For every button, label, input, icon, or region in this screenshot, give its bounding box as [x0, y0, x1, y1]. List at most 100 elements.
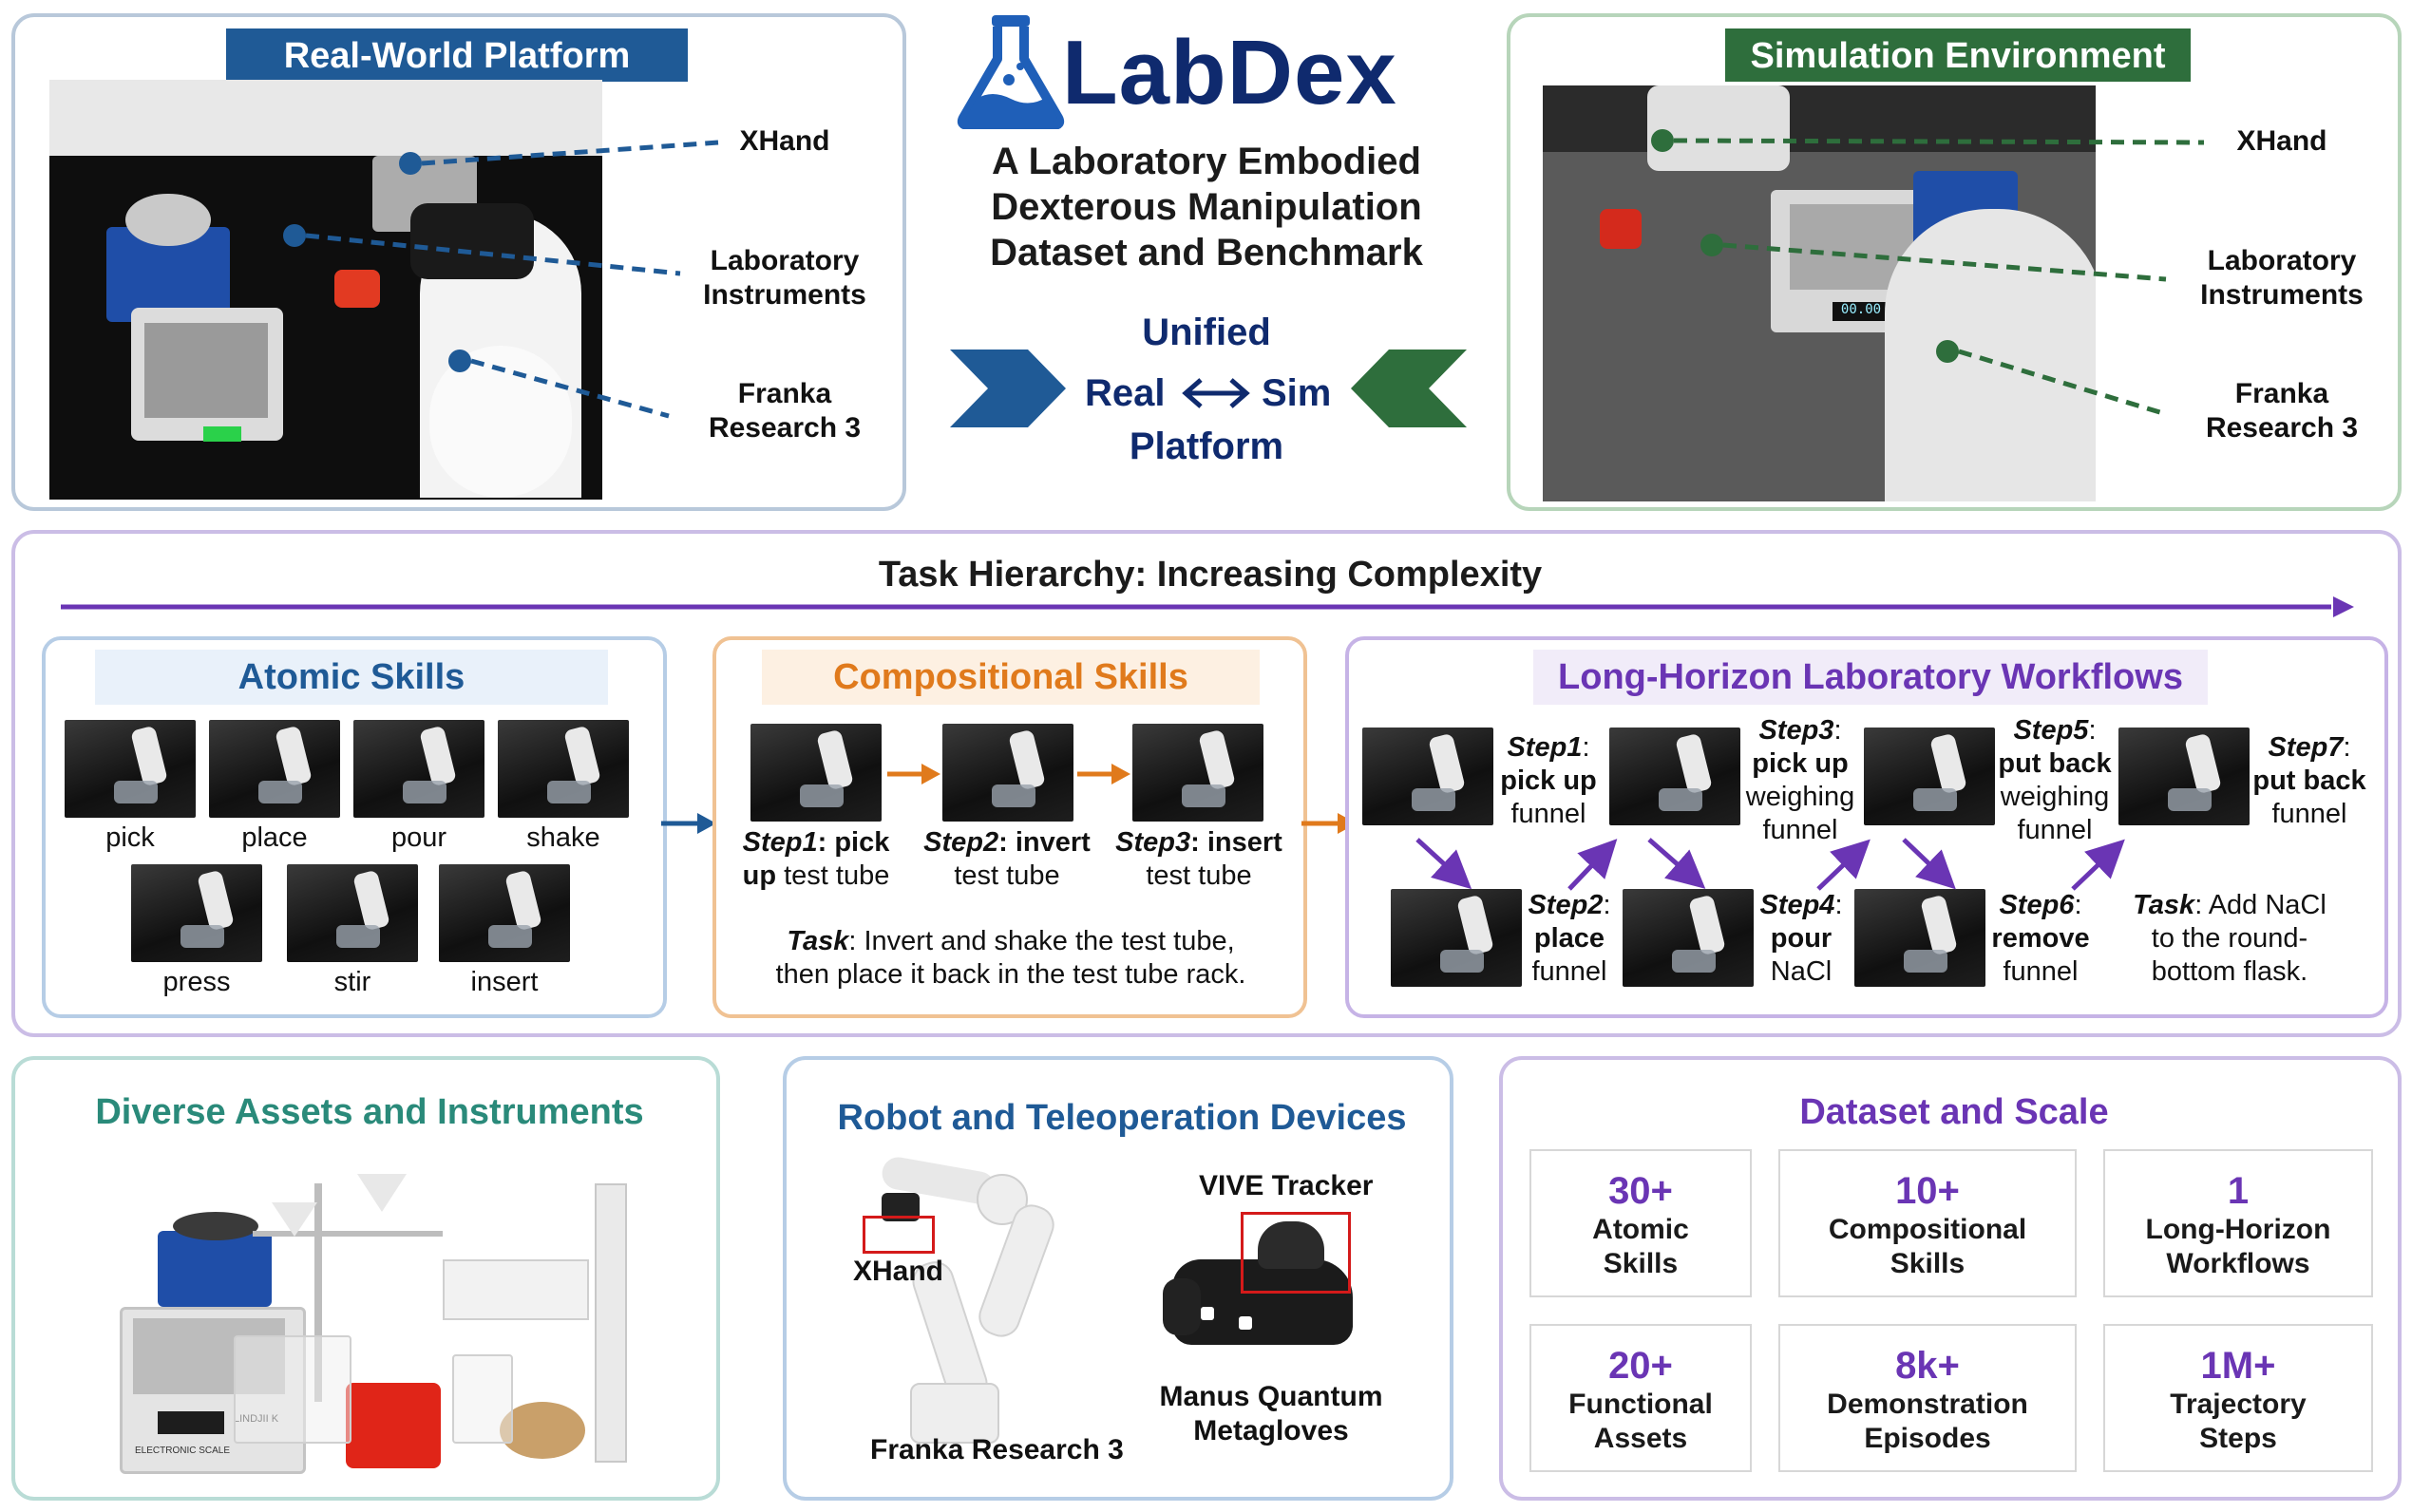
unified-label: Unified: [1142, 312, 1271, 353]
app-title: LabDex: [1062, 22, 1397, 123]
assets-title: Diverse Assets and Instruments: [95, 1092, 644, 1132]
lh-step7-thumb: [2118, 728, 2250, 825]
sim-scale-readout: 00.00: [1833, 302, 1890, 321]
funnel-1: [272, 1202, 317, 1237]
skill-stir-label: stir: [333, 967, 371, 997]
atomic-title-bar: [95, 650, 608, 705]
real-world-leader-lines: [305, 140, 719, 419]
sim-label-instruments-2: Instruments: [2200, 279, 2364, 311]
sim-instruments-dot: [1700, 234, 1723, 256]
real-world-photo: [49, 80, 602, 500]
long-horizon-title-bar: [1533, 650, 2208, 705]
real-label: Real: [1085, 372, 1166, 414]
simulation-panel: Simulation Environment 00.00 XHand Labor…: [1507, 13, 2402, 511]
lh-step6-thumb: [1854, 889, 1985, 987]
red-funnel-cap: [346, 1383, 441, 1468]
skill-press-thumb: [131, 864, 262, 962]
label-franka-1: Franka: [737, 378, 832, 409]
atomic-skills-panel: Atomic Skills pick place pour shake pres…: [42, 636, 667, 1018]
skill-shake-label: shake: [526, 822, 600, 853]
long-horizon-title: Long-Horizon Laboratory Workflows: [1558, 657, 2183, 697]
sim-label-franka-1: Franka: [2234, 378, 2329, 409]
simulation-render: 00.00: [1543, 85, 2096, 501]
vive-tracker-label: VIVE Tracker: [1199, 1170, 1374, 1201]
comp-step1-label: Step1: pick up test tube: [742, 827, 890, 891]
sim-label-instruments-1: Laboratory: [2207, 245, 2357, 276]
sim-label-xhand: XHand: [2236, 125, 2327, 157]
stat-functional-assets: 20+ Functional Assets: [1529, 1324, 1752, 1472]
assets-photo: ELECTRONIC SCALE LINDJII K: [101, 1164, 652, 1478]
compositional-skills-title: Compositional Skills: [833, 657, 1188, 697]
atomic-skills-title: Atomic Skills: [237, 657, 465, 697]
sim-label-franka-2: Research 3: [2205, 412, 2359, 444]
test-tube-rack: [443, 1259, 589, 1320]
manus-glove-figure: [1163, 1212, 1372, 1354]
lh-step2-thumb: [1391, 889, 1522, 987]
compositional-skills-panel: Compositional Skills Step1: pick up test…: [712, 636, 1307, 1018]
compositional-title-bar: [762, 650, 1260, 705]
real-world-title: Real-World Platform: [283, 36, 631, 76]
skill-place-label: place: [241, 822, 308, 853]
skill-pour-label: pour: [390, 822, 447, 853]
skill-press-label: press: [162, 967, 231, 997]
xhand-marker: [399, 152, 422, 175]
comp-step1-thumb: [750, 724, 882, 822]
stat-compositional-skills: 10+ Compositional Skills: [1778, 1149, 2077, 1297]
sim-xhand-dot: [1651, 129, 1674, 152]
stat-demonstration-episodes: 8k+ Demonstration Episodes: [1778, 1324, 2077, 1472]
long-horizon-panel: Long-Horizon Laboratory Workflows Step1:…: [1345, 636, 2388, 1018]
label-franka-2: Research 3: [708, 412, 862, 444]
task-hierarchy-panel: Task Hierarchy: Increasing Complexity At…: [11, 530, 2402, 1037]
flask-logo-icon: [954, 13, 1068, 130]
atomic-to-compositional-arrow: [661, 813, 716, 834]
complexity-arrow: [61, 596, 2354, 617]
skill-pick-thumb: [65, 720, 196, 818]
graduated-cylinder: [595, 1183, 627, 1463]
subtitle-line-2: Dexterous Manipulation: [991, 186, 1422, 228]
devices-title: Robot and Teleoperation Devices: [837, 1098, 1407, 1138]
lh-zigzag-arrows: [1415, 838, 2125, 891]
real-world-panel: Real-World Platform XHand Laboratory Ins…: [11, 13, 906, 511]
lh-task-text: Task: Add NaCl to the round- bottom flas…: [2133, 890, 2327, 987]
lh-step3-thumb: [1609, 728, 1740, 825]
skill-place-thumb: [209, 720, 340, 818]
lh-step5-thumb: [1864, 728, 1995, 825]
sim-franka-dot: [1936, 340, 1959, 363]
bidirectional-arrow-icon: [1182, 378, 1250, 408]
dataset-title: Dataset and Scale: [1799, 1092, 2109, 1132]
franka-arm-figure: [853, 1145, 1072, 1449]
magnetic-stirrer: [158, 1231, 272, 1307]
comp-arrow-2: [1077, 764, 1130, 784]
platform-label: Platform: [1129, 425, 1284, 467]
cork-ring: [500, 1402, 585, 1459]
task-hierarchy-title: Task Hierarchy: Increasing Complexity: [878, 555, 1543, 595]
skill-insert-label: insert: [470, 967, 539, 997]
skill-insert-thumb: [439, 864, 570, 962]
subtitle-line-1: A Laboratory Embodied: [992, 141, 1421, 182]
funnel-2: [357, 1174, 407, 1212]
comp-step2-thumb: [942, 724, 1073, 822]
instruments-marker: [283, 224, 306, 247]
stat-atomic-skills: 30+ Atomic Skills: [1529, 1149, 1752, 1297]
manus-label-2: Metagloves: [1193, 1415, 1349, 1446]
retort-stand: [314, 1183, 322, 1402]
devices-franka-label: Franka Research 3: [870, 1434, 1124, 1465]
lh-step1-thumb: [1362, 728, 1493, 825]
comp-step3-label: Step3: insert test tube: [1115, 827, 1282, 891]
real-world-title-bar: [226, 28, 688, 82]
simulation-title: Simulation Environment: [1750, 36, 2166, 76]
label-xhand: XHand: [739, 125, 830, 157]
simulation-leader-lines: [1673, 138, 2205, 417]
xhand-highlight-box: [863, 1216, 935, 1254]
label-instruments-2: Instruments: [703, 279, 866, 311]
stat-long-horizon-workflows: 1 Long-Horizon Workflows: [2103, 1149, 2373, 1297]
stat-trajectory-steps: 1M+ Trajectory Steps: [2103, 1324, 2373, 1472]
comp-step3-thumb: [1132, 724, 1263, 822]
